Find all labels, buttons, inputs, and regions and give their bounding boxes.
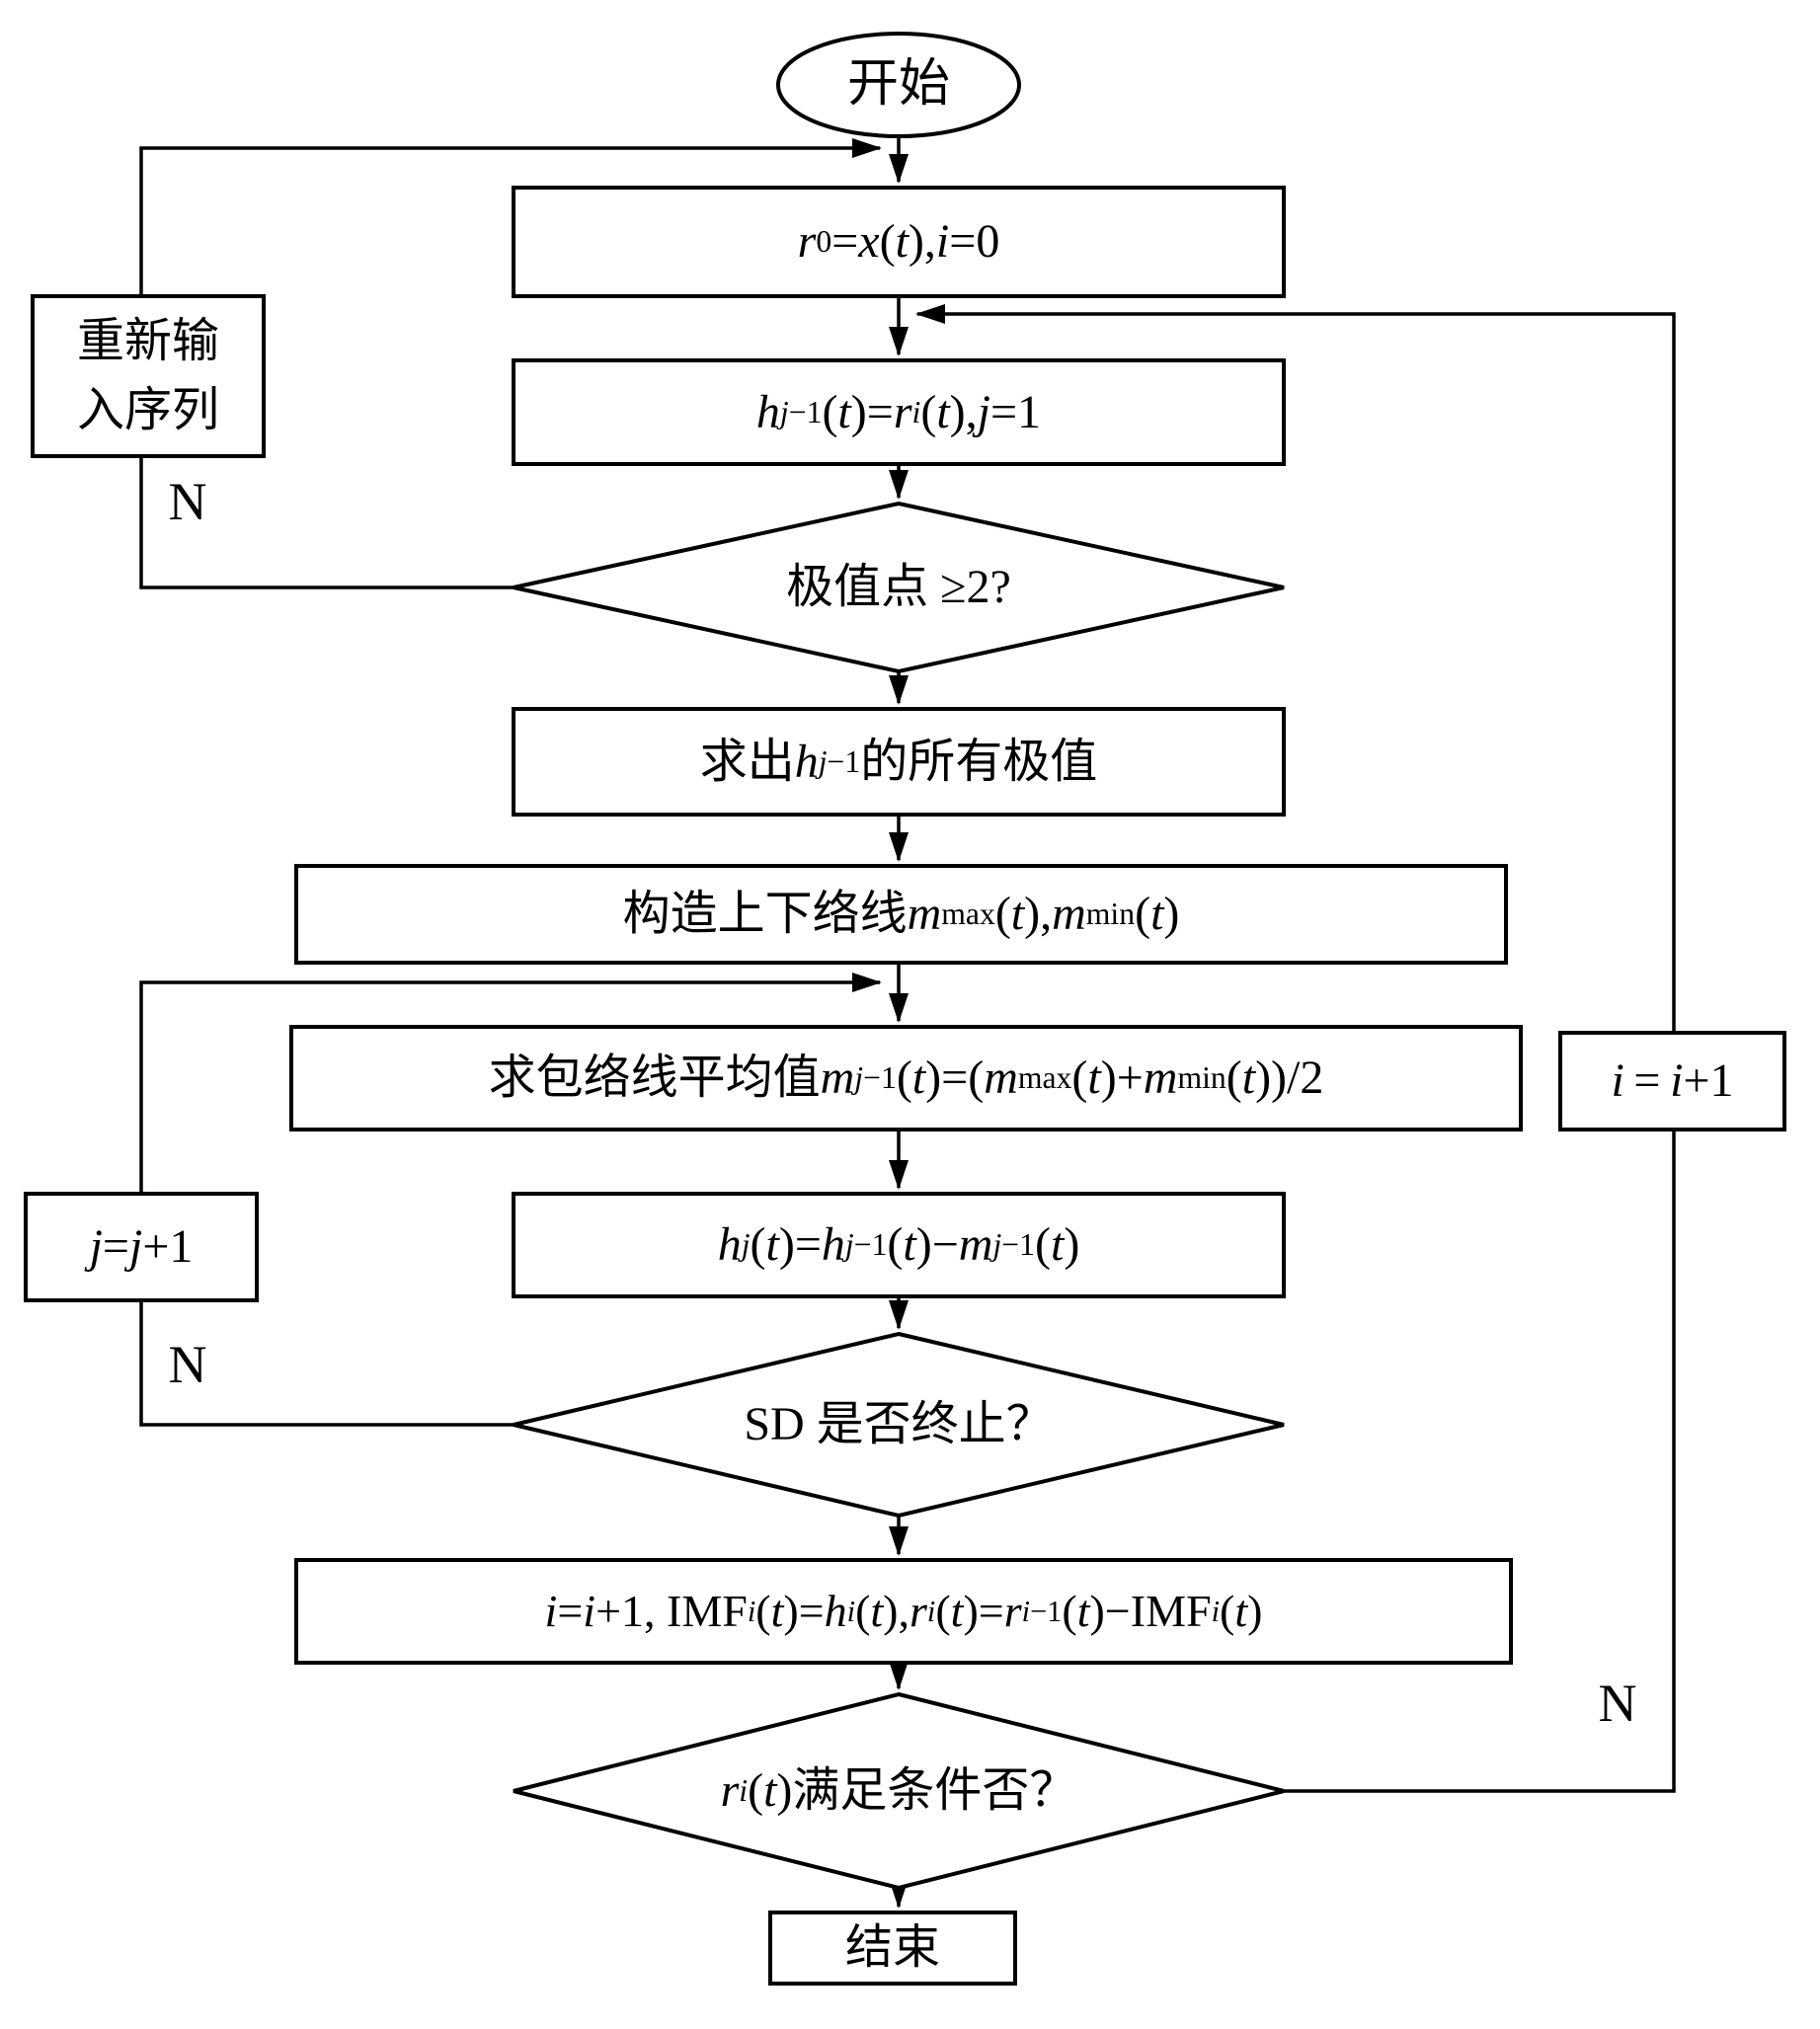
sift-box-shape [512, 358, 1286, 466]
reinput-box-label: 重新输入序列 [76, 315, 219, 436]
sd-check-diamond-shape [513, 1331, 1285, 1519]
j-plus-box-label: j=j+1 [89, 1220, 194, 1274]
branch-label-n-reinput: N [168, 472, 207, 531]
extrema-check-diamond-label: 极值点 ≥2? [786, 561, 1011, 614]
update-h-box-shape [512, 1192, 1286, 1298]
end-box-label: 结束 [844, 1921, 940, 1975]
i-plus-box-shape [1558, 1031, 1786, 1132]
find-extrema-box-shape [512, 707, 1286, 817]
start-terminal-shape [776, 32, 1021, 138]
mean-box-shape [289, 1025, 1523, 1132]
reinput-box-shape [31, 294, 266, 458]
end-box-shape [768, 1911, 1017, 1986]
envelope-box-shape [294, 864, 1508, 965]
branch-label-n-sd: N [168, 1335, 207, 1394]
imf-box-shape [294, 1558, 1513, 1665]
branch-label-n-cond: N [1598, 1674, 1637, 1733]
extrema-check-diamond-shape [513, 501, 1285, 674]
j-plus-box-shape [24, 1192, 259, 1302]
sd-check-diamond-label: SD 是否终止？ [744, 1398, 1054, 1451]
start-terminal-label: 开始 [846, 56, 950, 114]
init-box-shape [512, 186, 1286, 298]
i-plus-box-label: i = i+1 [1611, 1054, 1734, 1108]
cond-check-diamond-shape [513, 1691, 1285, 1891]
